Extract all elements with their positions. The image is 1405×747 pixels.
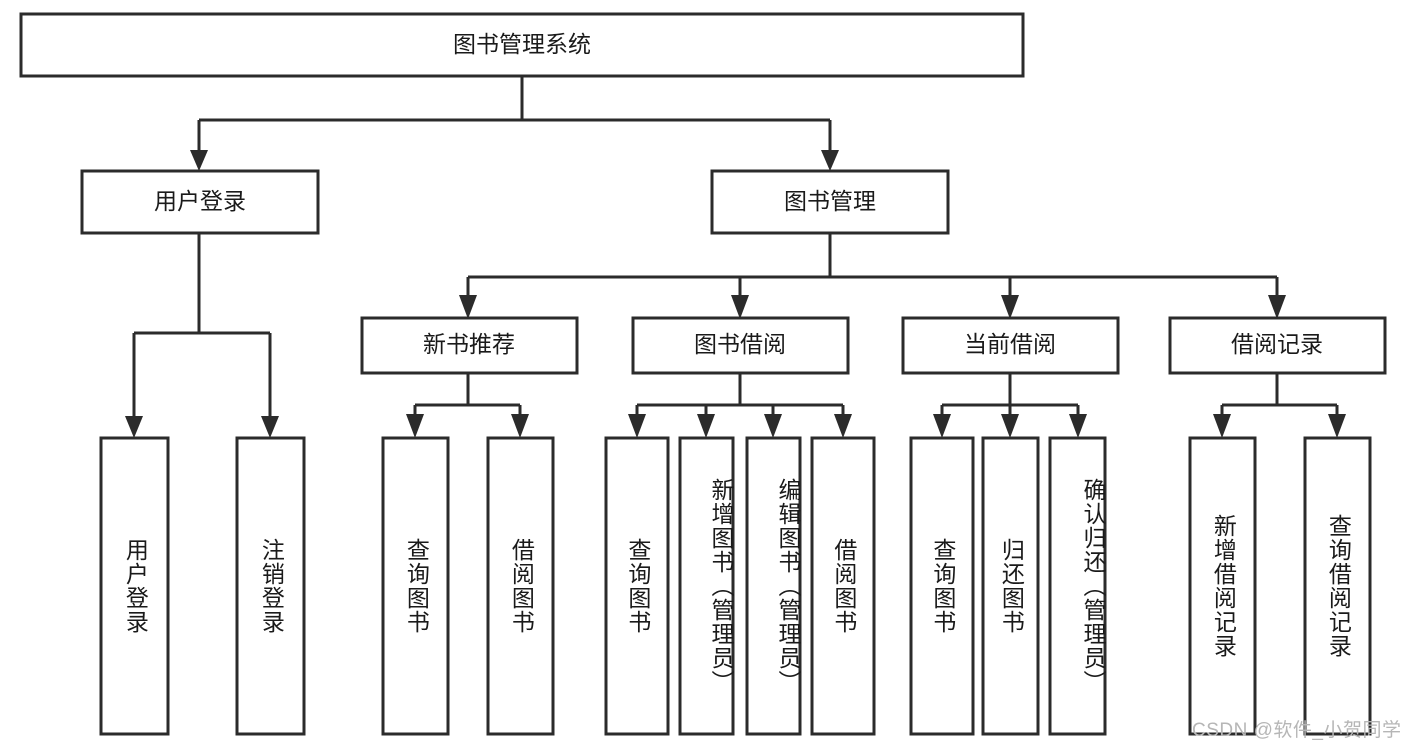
arrowhead-leaf-edit-book bbox=[764, 414, 782, 438]
node-book-borrow[interactable]: 图书借阅 bbox=[631, 316, 850, 375]
arrowhead-user-login bbox=[190, 150, 208, 171]
connector-group-user-login-to-leaves bbox=[125, 233, 279, 438]
node-root[interactable]: 图书管理系统 bbox=[19, 12, 1025, 78]
csdn-watermark: CSDN @软件_小贺同学 bbox=[1192, 720, 1402, 741]
node-book-borrow-label: 图书借阅 bbox=[694, 331, 786, 357]
connector-group-new-book-rec-to-leaves bbox=[406, 373, 529, 438]
node-book-borrow-box[interactable] bbox=[631, 316, 850, 375]
arrowhead-leaf-return-book bbox=[1001, 414, 1019, 438]
node-new-book-rec-box[interactable] bbox=[360, 316, 579, 375]
arrowhead-leaf-logout bbox=[261, 416, 279, 438]
arrowhead-book-manage bbox=[821, 150, 839, 171]
arrowhead-leaf-query-book-1 bbox=[406, 414, 424, 438]
arrowhead-leaf-query-book-2 bbox=[628, 414, 646, 438]
node-new-book-rec[interactable]: 新书推荐 bbox=[360, 316, 579, 375]
node-leaf-user-login-box[interactable] bbox=[99, 436, 170, 736]
arrowhead-leaf-add-record bbox=[1213, 414, 1231, 438]
arrowhead-borrow-record bbox=[1268, 295, 1286, 319]
node-leaf-query-book-2-box[interactable] bbox=[604, 436, 670, 736]
node-leaf-query-book-1-box[interactable] bbox=[381, 436, 450, 736]
node-leaf-logout-box[interactable] bbox=[235, 436, 306, 736]
node-book-manage-label: 图书管理 bbox=[784, 188, 876, 214]
arrowhead-leaf-query-book-3 bbox=[933, 414, 951, 438]
node-leaf-borrow-book-2-box[interactable] bbox=[810, 436, 876, 736]
connector-group-borrow-record-to-leaves bbox=[1213, 373, 1346, 438]
arrowhead-leaf-borrow-book-1 bbox=[511, 414, 529, 438]
arrowhead-leaf-user-login bbox=[125, 416, 143, 438]
node-current-borrow-box[interactable] bbox=[901, 316, 1120, 375]
arrowhead-new-book-rec bbox=[459, 295, 477, 319]
arrowhead-leaf-add-book bbox=[697, 414, 715, 438]
node-borrow-record-label: 借阅记录 bbox=[1231, 331, 1323, 357]
node-user-login[interactable]: 用户登录 bbox=[80, 169, 320, 235]
node-current-borrow-label: 当前借阅 bbox=[964, 331, 1056, 357]
node-leaf-add-record-box[interactable] bbox=[1188, 436, 1257, 736]
arrowhead-book-borrow bbox=[731, 295, 749, 319]
connector-group-current-borrow-to-leaves bbox=[933, 373, 1087, 438]
node-book-manage-box[interactable] bbox=[710, 169, 950, 235]
connector-group-root-to-level2 bbox=[190, 76, 839, 171]
node-leaf-confirm-return-box[interactable] bbox=[1048, 436, 1107, 736]
node-leaf-query-book-3-box[interactable] bbox=[909, 436, 975, 736]
connector-group-book-manage-to-level3 bbox=[459, 233, 1286, 319]
node-current-borrow[interactable]: 当前借阅 bbox=[901, 316, 1120, 375]
node-leaf-return-book-box[interactable] bbox=[981, 436, 1040, 736]
node-new-book-rec-label: 新书推荐 bbox=[423, 331, 515, 357]
arrowhead-leaf-confirm-return bbox=[1069, 414, 1087, 438]
node-root-box[interactable] bbox=[19, 12, 1025, 78]
node-book-manage[interactable]: 图书管理 bbox=[710, 169, 950, 235]
arrowhead-current-borrow bbox=[1001, 295, 1019, 319]
node-borrow-record-box[interactable] bbox=[1168, 316, 1387, 375]
arrowhead-leaf-query-record bbox=[1328, 414, 1346, 438]
node-leaf-edit-book-box[interactable] bbox=[745, 436, 802, 736]
node-user-login-box[interactable] bbox=[80, 169, 320, 235]
node-leaf-borrow-book-1-box[interactable] bbox=[486, 436, 555, 736]
arrowhead-leaf-borrow-book-2 bbox=[834, 414, 852, 438]
connector-group-book-borrow-to-leaves bbox=[628, 373, 852, 438]
node-leaf-query-record-box[interactable] bbox=[1303, 436, 1372, 736]
node-leaf-add-book-box[interactable] bbox=[678, 436, 735, 736]
node-root-label: 图书管理系统 bbox=[453, 31, 591, 57]
node-borrow-record[interactable]: 借阅记录 bbox=[1168, 316, 1387, 375]
node-user-login-label: 用户登录 bbox=[154, 188, 246, 214]
